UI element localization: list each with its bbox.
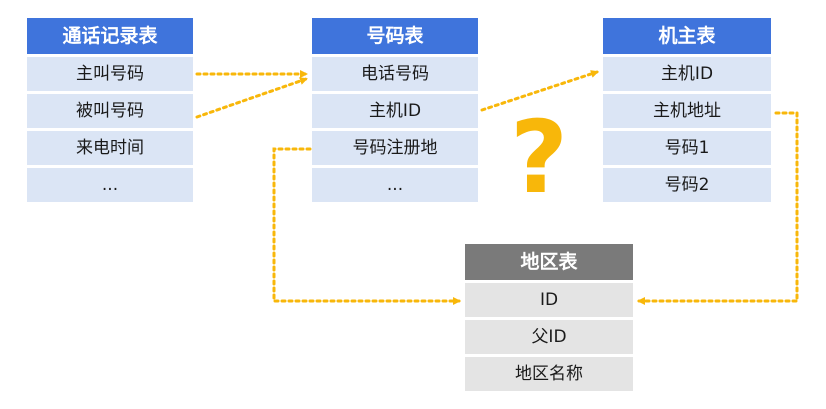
table-row: 来电时间 <box>27 131 193 165</box>
table-hosts: 机主表 主机ID 主机地址 号码1 号码2 <box>603 18 771 205</box>
connector-address-to-region <box>637 111 799 305</box>
table-row: 父ID <box>465 320 633 354</box>
table-title: 地区表 <box>465 244 633 280</box>
table-numbers: 号码表 电话号码 主机ID 号码注册地 ... <box>312 18 478 205</box>
table-row: ... <box>27 168 193 202</box>
table-row: 被叫号码 <box>27 94 193 128</box>
table-title: 通话记录表 <box>27 18 193 54</box>
table-title: 机主表 <box>603 18 771 54</box>
table-call-records: 通话记录表 主叫号码 被叫号码 来电时间 ... <box>27 18 193 205</box>
table-row: 号码1 <box>603 131 771 165</box>
table-row: 号码2 <box>603 168 771 202</box>
connector-registration-to-region <box>272 147 461 305</box>
table-row: ... <box>312 168 478 202</box>
question-mark-icon: ? <box>510 99 569 216</box>
table-row: 号码注册地 <box>312 131 478 165</box>
table-row: ID <box>465 283 633 317</box>
table-title: 号码表 <box>312 18 478 54</box>
table-row: 主机ID <box>603 57 771 91</box>
table-regions: 地区表 ID 父ID 地区名称 <box>465 244 633 394</box>
table-row: 电话号码 <box>312 57 478 91</box>
connector-callee-to-phone <box>195 77 308 119</box>
table-row: 主机ID <box>312 94 478 128</box>
table-row: 主机地址 <box>603 94 771 128</box>
table-row: 地区名称 <box>465 357 633 391</box>
table-row: 主叫号码 <box>27 57 193 91</box>
connector-hostid-to-hostid <box>480 70 599 112</box>
